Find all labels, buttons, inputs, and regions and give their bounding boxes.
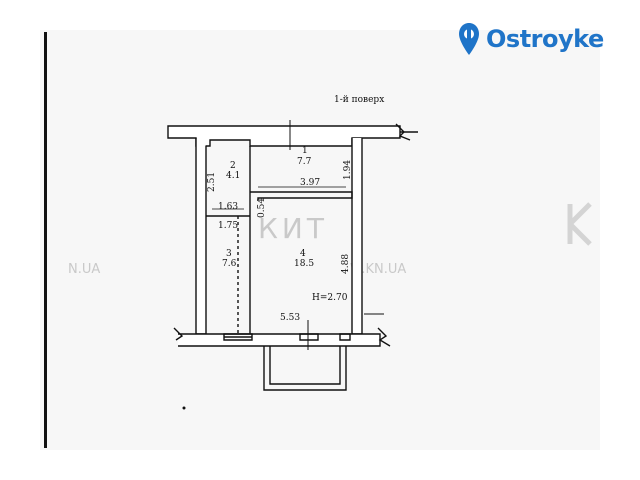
room-1-number: 1	[302, 146, 308, 156]
room-2-area: 4.1	[226, 171, 241, 181]
right-wall	[351, 138, 363, 335]
watermark-url: W.KN.UA	[350, 262, 407, 277]
brand-logo: Ostroyke	[458, 18, 604, 60]
room-2-number: 2	[230, 161, 236, 171]
break-mark-bottom	[377, 327, 391, 347]
left-wall	[195, 138, 207, 335]
room-4-number: 4	[300, 249, 306, 259]
plan-paper	[40, 30, 600, 450]
dim-room1-width: 3.97	[300, 178, 321, 188]
break-mark-top	[395, 123, 411, 141]
watermark-left: N.UA	[68, 262, 101, 277]
room-1-area: 7.7	[297, 157, 312, 167]
floor-label: 1-й поверх	[334, 95, 385, 105]
dim-partition: 0.54	[257, 197, 267, 218]
room-3-area: 7.6	[222, 259, 237, 269]
bottom-window	[223, 333, 253, 341]
dim-room2-height: 2.51	[207, 171, 217, 192]
page-margin-line	[44, 32, 47, 448]
room1-bottom-wall	[250, 191, 353, 200]
brand-name: Ostroyke	[486, 25, 604, 53]
dim-room3-width: 1.75	[218, 221, 239, 231]
location-pin-icon	[459, 23, 479, 55]
watermark-center: КИТ	[258, 212, 328, 245]
dim-room1-height: 1.94	[343, 159, 353, 180]
watermark-k-logo-icon	[567, 202, 592, 246]
top-wall	[167, 125, 401, 147]
dim-total-width: 5.53	[280, 313, 301, 323]
room-4-area: 18.5	[294, 259, 315, 269]
dim-room2-width: 1.63	[218, 202, 239, 212]
room-3-number: 3	[226, 249, 232, 259]
ceiling-height: Н=2.70	[312, 293, 348, 303]
dim-room4-height: 4.88	[341, 253, 351, 274]
balcony	[263, 346, 347, 391]
